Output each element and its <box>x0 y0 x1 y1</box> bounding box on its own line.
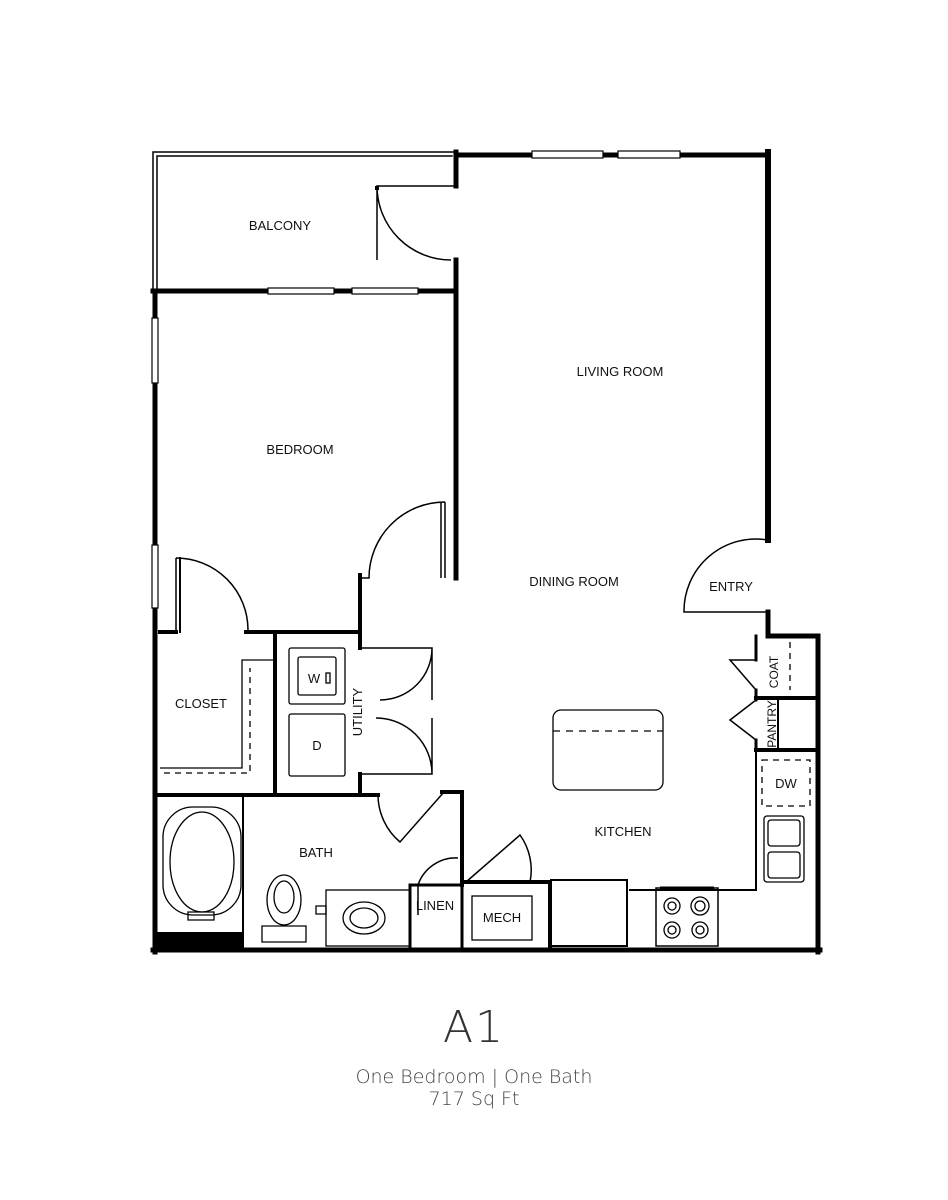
fixtures <box>160 642 811 947</box>
label-kitchen: KITCHEN <box>594 824 651 839</box>
label-closet: CLOSET <box>175 696 227 711</box>
label-balcony: BALCONY <box>249 218 311 233</box>
label-bedroom: BEDROOM <box>266 442 333 457</box>
label-pantry: PANTRY <box>765 700 779 748</box>
label-washer: W <box>308 671 321 686</box>
room-labels: BALCONY LIVING ROOM BEDROOM DINING ROOM … <box>175 218 798 925</box>
label-entry: ENTRY <box>709 579 753 594</box>
label-dining-room: DINING ROOM <box>529 574 619 589</box>
label-coat: COAT <box>767 655 781 688</box>
label-mech: MECH <box>483 910 521 925</box>
label-living-room: LIVING ROOM <box>577 364 664 379</box>
doors <box>175 185 769 915</box>
walls <box>150 149 823 955</box>
label-dryer: D <box>312 738 321 753</box>
label-utility: UTILITY <box>350 687 365 736</box>
label-dishwasher: DW <box>775 776 797 791</box>
label-linen: LINEN <box>416 898 454 913</box>
unit-area: 717 Sq Ft <box>428 1088 520 1110</box>
label-bath: BATH <box>299 845 333 860</box>
windows <box>151 150 681 609</box>
unit-name: A1 <box>442 1002 506 1053</box>
unit-type: One Bedroom | One Bath <box>355 1066 593 1088</box>
wall-block <box>155 932 243 952</box>
